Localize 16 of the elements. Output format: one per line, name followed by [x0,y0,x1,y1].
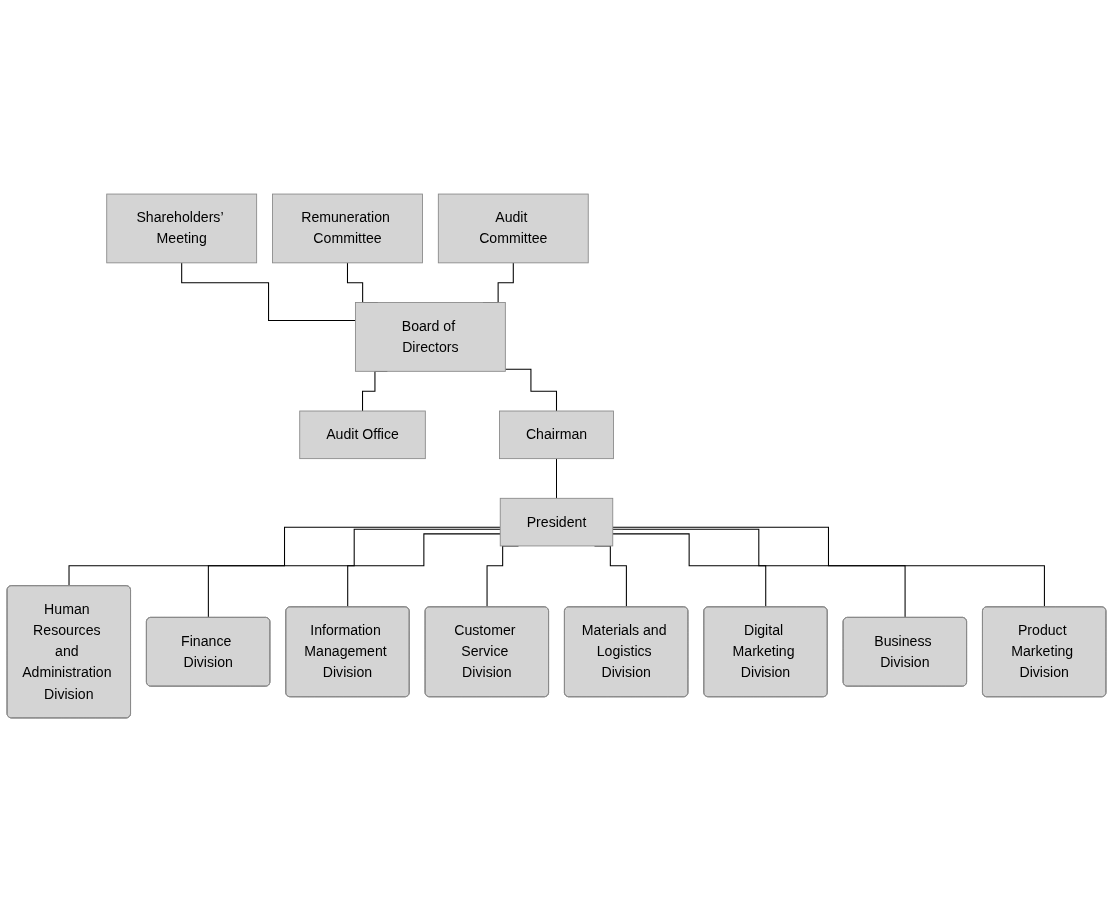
connector [347,532,501,608]
node-box: Shareholders’ Meeting [106,193,258,263]
connector [504,368,558,412]
node-box: Remuneration Committee [272,193,423,263]
connector [612,532,767,608]
connector [612,528,906,618]
node-box: Audit Office [299,410,426,459]
node-box: Board of Directors [355,301,506,372]
node-box: President [499,497,614,546]
node-box: Audit Committee [437,193,589,263]
connector [68,526,501,587]
connector [612,526,1046,608]
connector [555,457,558,499]
connector [181,261,356,321]
node-box: Chairman [499,410,614,459]
connector [207,528,501,618]
